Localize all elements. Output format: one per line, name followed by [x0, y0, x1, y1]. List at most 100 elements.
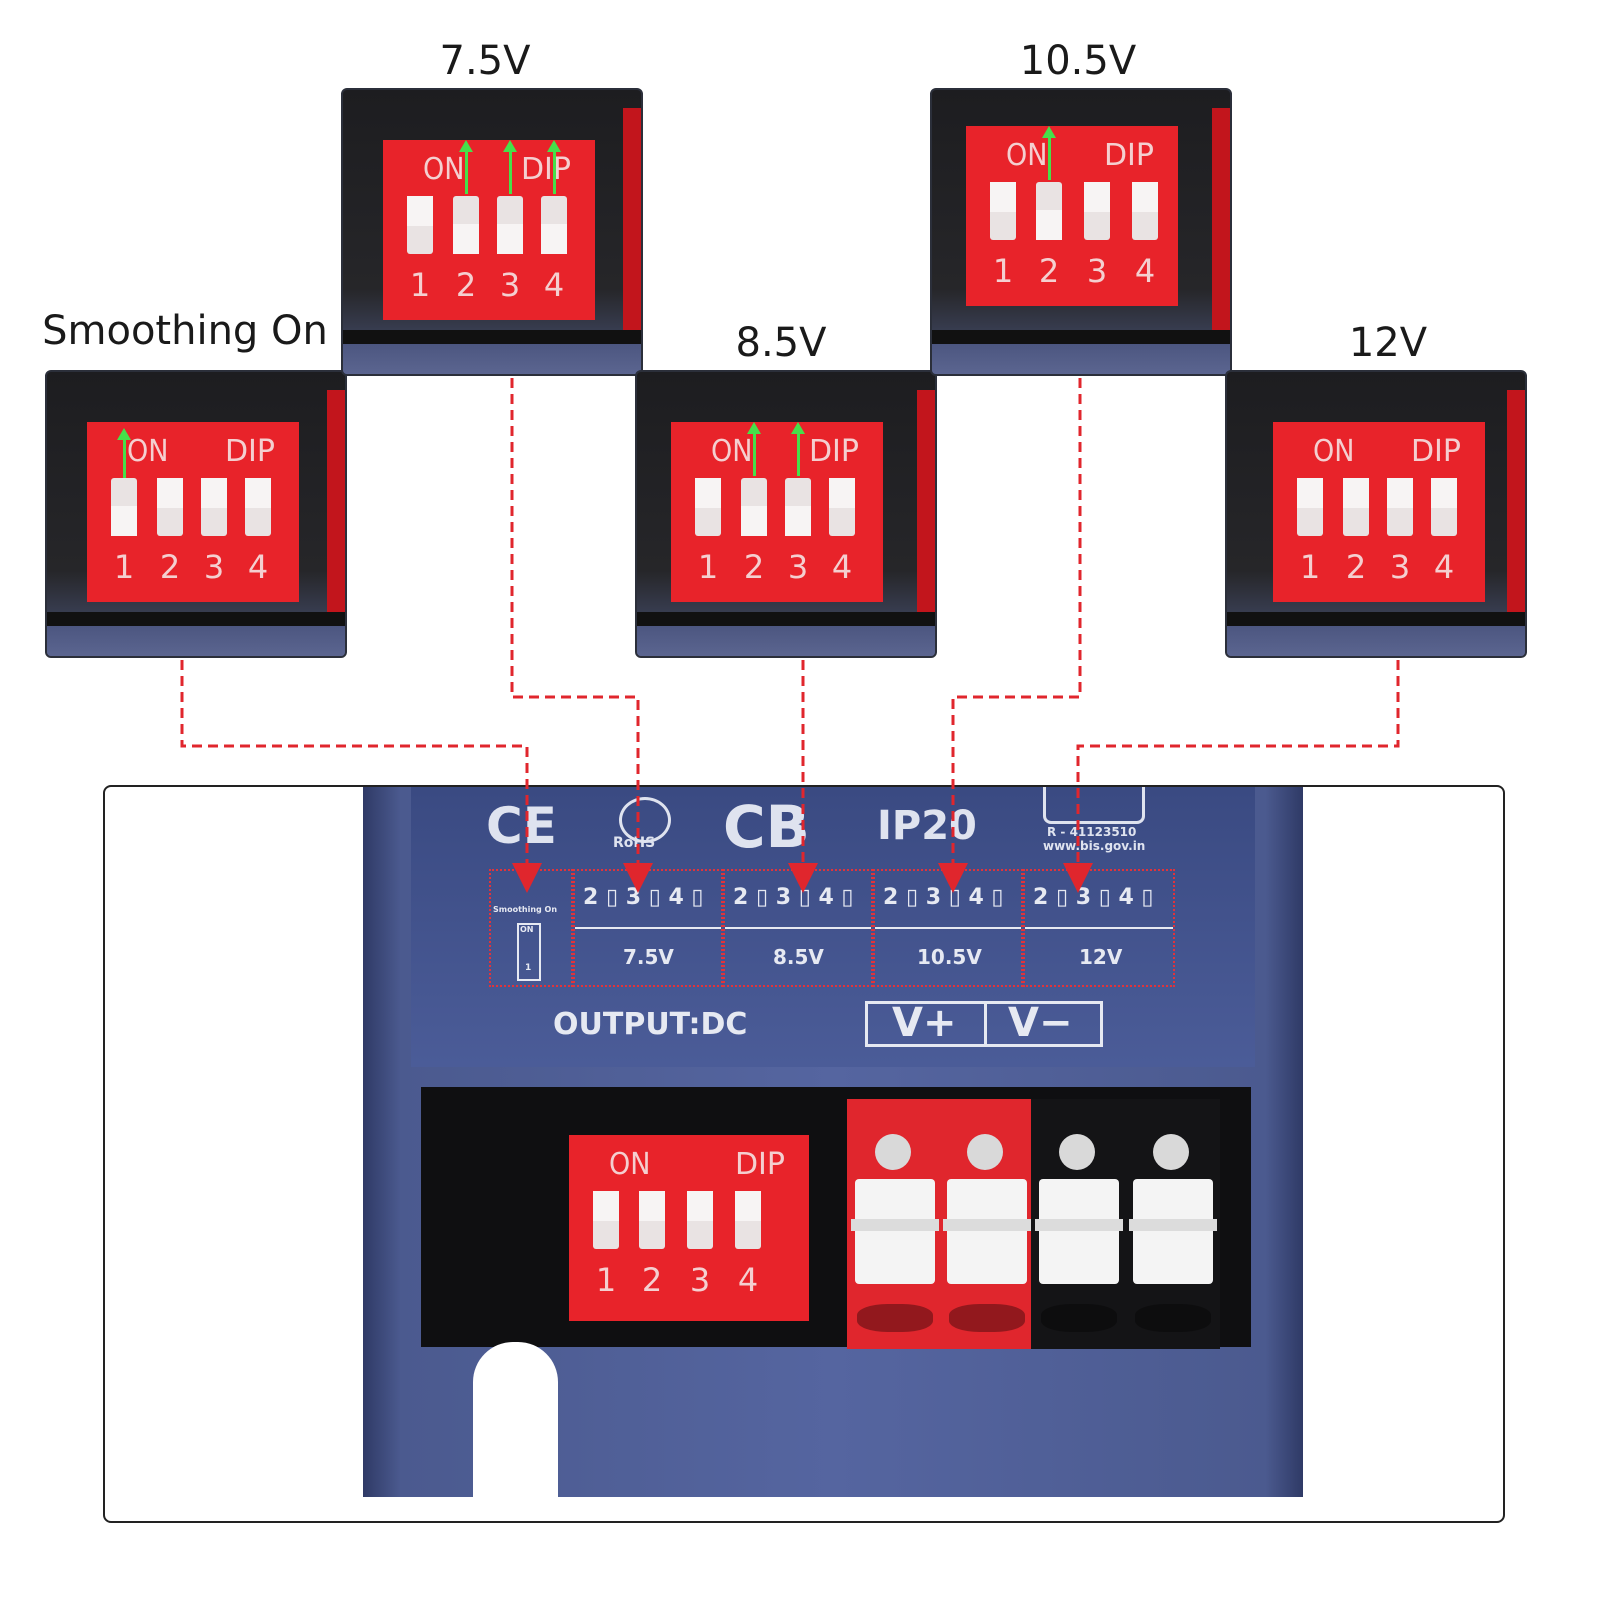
on-label: ON [423, 152, 465, 187]
smoothing-switch-icon: ON 1 [517, 923, 541, 981]
switch-number-2: 2 [455, 266, 477, 304]
dip-label: DIP [734, 1147, 785, 1182]
dip-label: DIP [520, 152, 571, 187]
smoothing-small-label: Smoothing On [493, 905, 558, 914]
switch-number-1: 1 [1299, 548, 1321, 586]
bis-website: www.bis.gov.in [1043, 839, 1146, 853]
dip-switch-block: ON DIP 1 2 3 4 [966, 126, 1178, 306]
switch-3 [785, 478, 811, 536]
dip-photo-12v: ON DIP 1 2 3 4 [1225, 370, 1527, 658]
on-label: ON [1313, 434, 1355, 469]
terminal-v-plus-1[interactable] [847, 1099, 942, 1349]
switch-number-4: 4 [831, 548, 853, 586]
device-label-plate: CE RoHS CB IP20 R - 41123510 www.bis.gov… [411, 787, 1255, 1067]
table-col-10-5v: 2 ▯ 3 ▯ 4 ▯ 10.5V [873, 869, 1023, 987]
switch-header: 2 ▯ 3 ▯ 4 ▯ [733, 885, 854, 910]
title-smoothing-on: Smoothing On [42, 308, 328, 354]
switch-header: 2 ▯ 3 ▯ 4 ▯ [883, 885, 1004, 910]
switch-number-2: 2 [1345, 548, 1367, 586]
registration-number: R - 41123510 [1047, 825, 1137, 839]
output-dc-label: OUTPUT:DC [553, 1007, 748, 1042]
dip-switch-block: ON DIP 1 2 3 4 [1273, 422, 1485, 602]
dip-label: DIP [1103, 138, 1154, 173]
terminal-lever[interactable] [1129, 1179, 1217, 1284]
switch-number-4: 4 [543, 266, 565, 304]
terminal-v-plus-2[interactable] [939, 1099, 1034, 1349]
title-10-5v: 10.5V [1019, 38, 1137, 84]
table-col-7-5v: 2 ▯ 3 ▯ 4 ▯ 7.5V [573, 869, 723, 987]
switch-3[interactable] [687, 1191, 713, 1249]
switch-4 [1132, 182, 1158, 240]
switch-header: 2 ▯ 3 ▯ 4 ▯ [1033, 885, 1154, 910]
switch-number-2: 2 [641, 1261, 663, 1299]
switch-4 [245, 478, 271, 536]
on-label: ON [711, 434, 753, 469]
cb-logo: CB [723, 793, 810, 861]
dip-photo-10-5v: ON DIP 1 2 3 4 [930, 88, 1232, 376]
switch-2 [1343, 478, 1369, 536]
v-minus-label: V− [1008, 1000, 1073, 1046]
ip20-logo: IP20 [877, 803, 977, 849]
one-small-label: 1 [525, 963, 532, 973]
switch-2 [1036, 182, 1062, 240]
on-label: ON [127, 434, 169, 469]
green-arrow-icon [1042, 126, 1056, 180]
switch-1 [990, 182, 1016, 240]
dip-switch-block: ON DIP 1 2 3 4 [383, 140, 595, 320]
terminal-v-minus-1[interactable] [1031, 1099, 1126, 1349]
switch-number-2: 2 [1038, 252, 1060, 290]
switch-2 [157, 478, 183, 536]
green-arrow-icon [747, 422, 761, 476]
rohs-circle-icon [619, 797, 671, 843]
dip-label: DIP [224, 434, 275, 469]
switch-number-2: 2 [159, 548, 181, 586]
dip-photo-smoothing: ON DIP 1 2 3 4 [45, 370, 347, 658]
switch-number-3: 3 [1389, 548, 1411, 586]
switch-number-4: 4 [247, 548, 269, 586]
switch-1 [111, 478, 137, 536]
ce-logo: CE [486, 797, 557, 855]
switch-1 [695, 478, 721, 536]
dip-switch-block: ON DIP 1 2 3 4 [671, 422, 883, 602]
table-col-8-5v: 2 ▯ 3 ▯ 4 ▯ 8.5V [723, 869, 873, 987]
table-value-7-5v: 7.5V [623, 945, 674, 969]
switch-2 [741, 478, 767, 536]
table-col-12v: 2 ▯ 3 ▯ 4 ▯ 12V [1023, 869, 1175, 987]
terminal-lever[interactable] [1035, 1179, 1123, 1284]
switch-number-3: 3 [499, 266, 521, 304]
switch-number-1: 1 [697, 548, 719, 586]
on-label: ON [609, 1147, 651, 1182]
dip-label: DIP [1410, 434, 1461, 469]
green-arrow-icon [117, 428, 131, 478]
bis-logo-icon [1043, 787, 1145, 824]
switch-4 [541, 196, 567, 254]
dip-switch-block: ON DIP 1 2 3 4 [87, 422, 299, 602]
switch-number-2: 2 [743, 548, 765, 586]
switch-4[interactable] [735, 1191, 761, 1249]
switch-number-3: 3 [689, 1261, 711, 1299]
switch-2[interactable] [639, 1191, 665, 1249]
terminal-v-minus-2[interactable] [1125, 1099, 1220, 1349]
switch-3 [1387, 478, 1413, 536]
green-arrow-icon [503, 140, 517, 194]
table-value-8-5v: 8.5V [773, 945, 824, 969]
switch-number-3: 3 [1086, 252, 1108, 290]
table-value-10-5v: 10.5V [917, 945, 982, 969]
title-7-5v: 7.5V [439, 38, 531, 84]
switch-number-4: 4 [737, 1261, 759, 1299]
dip-label: DIP [808, 434, 859, 469]
switch-3 [497, 196, 523, 254]
v-plus-label: V+ [892, 1000, 957, 1046]
switch-number-3: 3 [787, 548, 809, 586]
switch-2 [453, 196, 479, 254]
switch-number-1: 1 [992, 252, 1014, 290]
device-dip-switch[interactable]: ON DIP 1 2 3 4 [569, 1135, 809, 1321]
polarity-box: V+ V− [865, 1000, 1103, 1047]
switch-number-1: 1 [595, 1261, 617, 1299]
terminal-lever[interactable] [851, 1179, 939, 1284]
switch-number-4: 4 [1433, 548, 1455, 586]
terminal-lever[interactable] [943, 1179, 1031, 1284]
power-supply-device: CE RoHS CB IP20 R - 41123510 www.bis.gov… [363, 787, 1303, 1512]
switch-1[interactable] [593, 1191, 619, 1249]
mounting-slot [473, 1342, 558, 1512]
